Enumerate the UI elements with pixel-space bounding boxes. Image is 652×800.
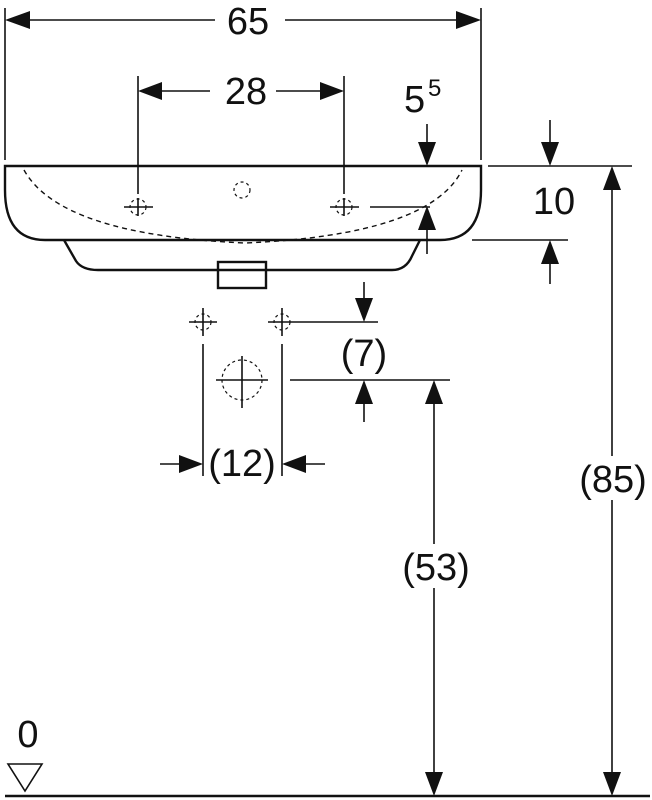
fixing-point-right — [268, 308, 296, 336]
rim-height-dimension: (85) — [574, 166, 652, 796]
rim-height-label-mask — [574, 456, 652, 500]
overflow-hole — [233, 181, 251, 199]
fixing-spacing-dimension: (12) — [160, 443, 325, 485]
tap-hole-spacing-label: 28 — [225, 71, 267, 113]
arrowhead — [355, 380, 373, 404]
basin-underside — [62, 239, 422, 272]
rim-offset-label: 5 — [404, 79, 425, 121]
arrowhead — [418, 142, 436, 166]
rim-offset-superscript: 5 — [428, 75, 441, 102]
fixing-point-left — [189, 308, 217, 336]
overall-width-label: 65 — [227, 1, 269, 43]
waste-offset-label: (7) — [341, 333, 387, 375]
arrowhead — [456, 11, 481, 29]
waste-offset-dimension: (7) — [290, 282, 450, 422]
waste-height-label: (53) — [402, 547, 470, 589]
arrowhead — [425, 380, 443, 404]
basin-height-dimension: 10 — [472, 120, 632, 284]
arrowhead — [603, 166, 621, 190]
floor-level-triangle — [6, 763, 44, 793]
arrowhead — [320, 82, 344, 100]
floor-level-label: 0 — [17, 714, 38, 756]
fixing-spacing-label: (12) — [208, 443, 276, 485]
arrowhead — [418, 206, 436, 230]
tap-hole-spacing-dimension: 28 — [137, 71, 345, 194]
overall-width-dimension: 65 — [4, 1, 482, 160]
arrowhead — [425, 772, 443, 796]
waste-height-dimension: (53) — [396, 380, 474, 796]
tap-hole-right — [330, 198, 359, 216]
waste-height-label-mask — [396, 544, 474, 588]
basin-height-label: 10 — [533, 181, 575, 223]
basin-outline — [3, 164, 483, 242]
tap-hole-left — [124, 198, 153, 216]
floor-level: 0 — [5, 714, 650, 798]
arrowhead — [541, 142, 559, 166]
arrowhead — [138, 82, 162, 100]
arrowhead — [282, 455, 306, 473]
arrowhead — [5, 11, 30, 29]
waste-connection — [216, 356, 268, 408]
rim-offset-dimension: 5 5 — [370, 75, 441, 254]
arrowhead — [603, 772, 621, 796]
rim-height-label: (85) — [579, 459, 647, 501]
arrowhead — [355, 298, 373, 322]
waste-outlet — [216, 260, 268, 290]
arrowhead — [541, 240, 559, 264]
arrowhead — [179, 455, 203, 473]
wall-fixings — [189, 308, 296, 476]
washbasin-side-view — [3, 164, 483, 290]
